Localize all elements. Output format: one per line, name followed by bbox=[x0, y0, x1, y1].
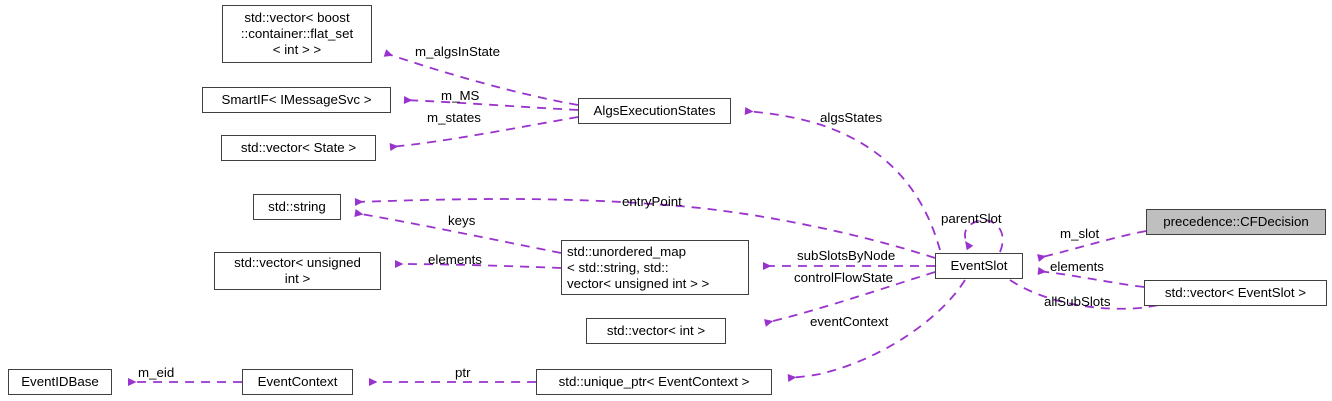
node-std-unordered-map[interactable]: std::unordered_map < std::string, std:: … bbox=[561, 240, 749, 295]
edge-label-eventContext: eventContext bbox=[810, 314, 889, 329]
edge-label-m_eid: m_eid bbox=[138, 365, 175, 380]
node-event-id-base[interactable]: EventIDBase bbox=[8, 369, 112, 395]
edge-m_MS bbox=[403, 96, 579, 111]
edge-algsStates bbox=[744, 107, 941, 251]
node-precedence-cfdecision[interactable]: precedence::CFDecision bbox=[1146, 209, 1326, 235]
edge-m_states bbox=[389, 116, 579, 151]
node-smartif-imessagesvc[interactable]: SmartIF< IMessageSvc > bbox=[202, 87, 391, 113]
edge-label-m_slot: m_slot bbox=[1060, 226, 1100, 241]
node-std-unique-ptr-event-context[interactable]: std::unique_ptr< EventContext > bbox=[536, 369, 772, 395]
node-std-string[interactable]: std::string bbox=[253, 194, 341, 220]
node-algs-execution-states[interactable]: AlgsExecutionStates bbox=[578, 98, 731, 124]
node-event-slot[interactable]: EventSlot bbox=[935, 253, 1023, 279]
edge-label-subSlotsByNode: subSlotsByNode bbox=[797, 248, 896, 263]
node-std-vector-eventslot[interactable]: std::vector< EventSlot > bbox=[1144, 280, 1327, 306]
edge-label-m_algsInState: m_algsInState bbox=[415, 44, 501, 59]
edge-label-algsStates: algsStates bbox=[820, 110, 883, 125]
edge-label-m_states: m_states bbox=[427, 110, 481, 125]
edge-label-allSubSlots: allSubSlots bbox=[1044, 294, 1111, 309]
edge-eventContext bbox=[787, 279, 966, 382]
node-std-vector-boost-flat-set[interactable]: std::vector< boost ::container::flat_set… bbox=[222, 5, 372, 63]
edge-label-elements-uint: elements bbox=[428, 252, 482, 267]
edge-label-elements-slot: elements bbox=[1050, 259, 1104, 274]
edge-label-entryPoint: entryPoint bbox=[622, 194, 682, 209]
edge-m_algsInState bbox=[383, 49, 579, 106]
node-std-vector-unsigned-int[interactable]: std::vector< unsigned int > bbox=[214, 252, 381, 290]
node-event-context[interactable]: EventContext bbox=[242, 369, 353, 395]
edge-label-ptr: ptr bbox=[455, 365, 471, 380]
node-std-vector-int[interactable]: std::vector< int > bbox=[586, 318, 726, 344]
node-std-vector-state[interactable]: std::vector< State > bbox=[221, 135, 376, 161]
edge-label-parentSlot: parentSlot bbox=[941, 211, 1002, 226]
edge-label-controlFlowState: controlFlowState bbox=[794, 270, 894, 285]
edge-label-keys: keys bbox=[448, 213, 476, 228]
edge-label-m_MS: m_MS bbox=[441, 88, 480, 103]
